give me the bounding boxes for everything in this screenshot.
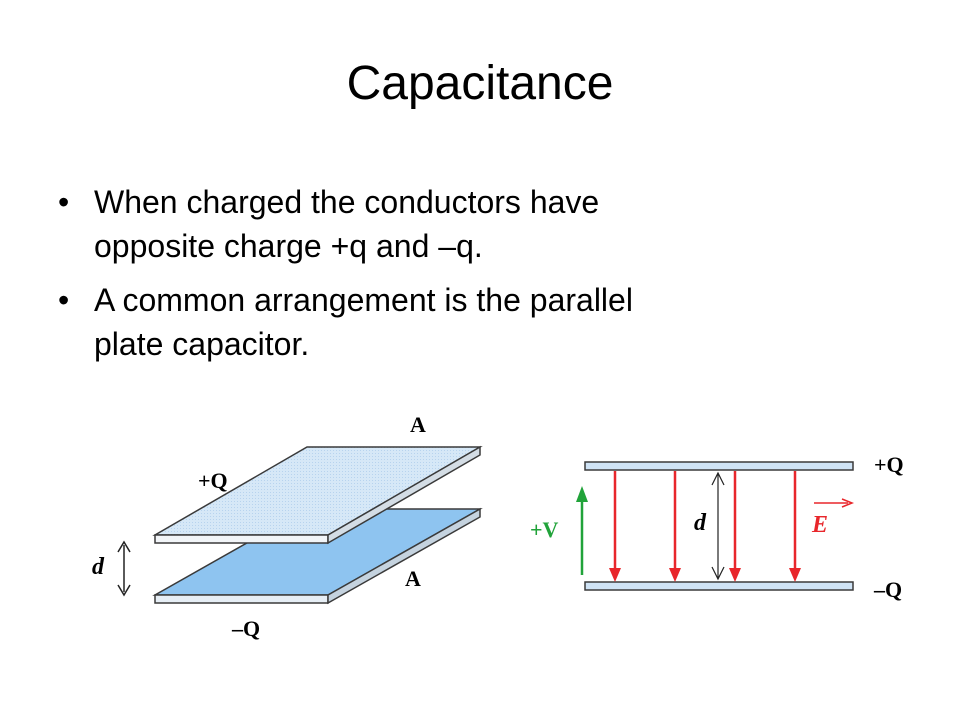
bullet-line: plate capacitor.	[94, 326, 310, 362]
field-label: E	[811, 512, 828, 538]
area-label-top: A	[410, 412, 426, 437]
slide-title: Capacitance	[346, 57, 614, 110]
bullet-list: • When charged the conductors have oppos…	[58, 180, 898, 376]
voltage-label: +V	[530, 517, 559, 542]
field-arrows	[609, 471, 801, 582]
separation-label-side: d	[694, 510, 707, 536]
perspective-capacitor: d A A +Q –Q	[92, 412, 483, 641]
top-plate	[152, 445, 483, 545]
field-vector-arrow	[814, 498, 855, 508]
charge-label-top: +Q	[198, 468, 228, 493]
bullet-marker: •	[58, 282, 70, 318]
bottom-plate-side	[584, 581, 854, 591]
bullet-line: opposite charge +q and –q.	[94, 228, 483, 264]
top-plate-side	[584, 461, 854, 471]
area-label-bottom: A	[405, 566, 421, 591]
separation-label: d	[92, 554, 105, 580]
charge-label-top-side: +Q	[874, 452, 904, 477]
separation-arrow	[117, 540, 131, 597]
charge-label-bottom: –Q	[231, 616, 260, 641]
charge-label-bottom-side: –Q	[873, 577, 902, 602]
side-view-capacitor: d +V E +Q –Q	[530, 452, 904, 602]
bullet-line: When charged the conductors have	[94, 184, 600, 220]
bullet-marker: •	[58, 184, 70, 220]
bullet-item: • A common arrangement is the parallel p…	[58, 278, 898, 366]
voltage-arrow	[576, 486, 588, 575]
bullet-line: A common arrangement is the parallel	[94, 282, 633, 318]
separation-arrow-side	[711, 471, 725, 581]
bullet-item: • When charged the conductors have oppos…	[58, 180, 898, 268]
